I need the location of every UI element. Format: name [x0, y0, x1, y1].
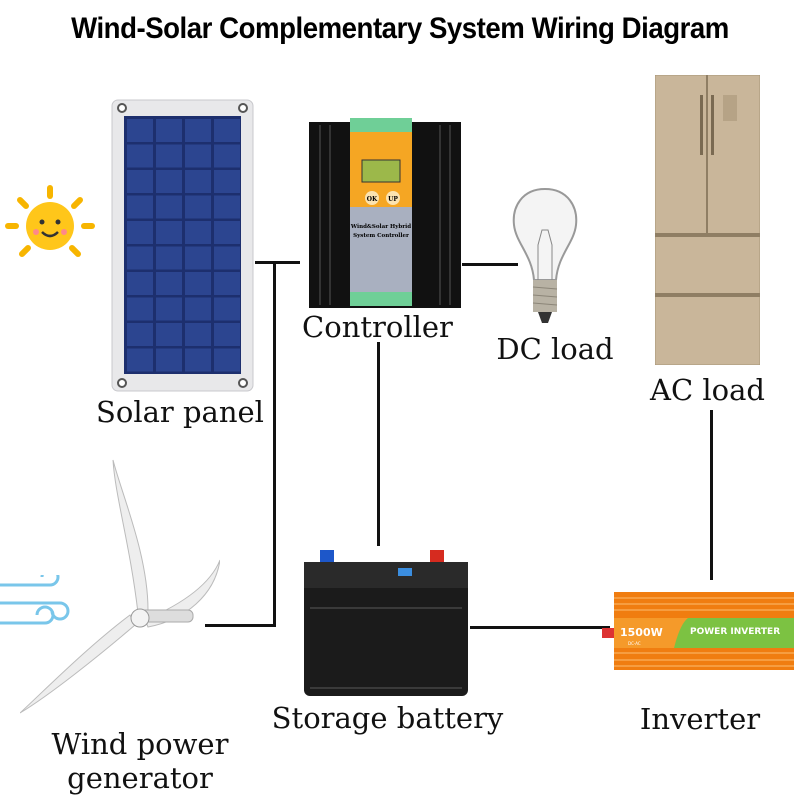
solar-cell — [214, 348, 240, 372]
solar-panel-image — [111, 99, 254, 392]
controller-label: Controller — [302, 310, 453, 344]
solar-cell — [214, 246, 240, 270]
solar-cell — [185, 221, 211, 244]
solar-cell — [156, 170, 182, 193]
inverter-brand: POWER INVERTER — [690, 627, 780, 637]
solar-cell — [185, 119, 211, 142]
solar-cell — [214, 221, 240, 244]
dc-load-bulb-image — [512, 187, 578, 323]
solar-cell — [127, 323, 153, 346]
wire-solar-wind-bus — [273, 261, 276, 627]
ac-load-fridge-image — [655, 75, 760, 365]
solar-cell — [185, 195, 211, 219]
solar-cell — [127, 297, 153, 321]
wire-solar-controller — [255, 261, 300, 264]
wire-battery-inverter — [470, 626, 610, 629]
controller-image: OK UP Wind&Solar Hybrid System Controlle… — [309, 118, 461, 308]
solar-cell — [185, 246, 211, 270]
solar-cell — [127, 170, 153, 193]
diagram-title: Wind-Solar Complementary System Wiring D… — [71, 12, 729, 45]
solar-cell — [127, 195, 153, 219]
ok-button: OK — [367, 196, 378, 203]
solar-cell — [156, 323, 182, 346]
inverter-label: Inverter — [639, 702, 761, 736]
solar-cell — [127, 144, 153, 168]
battery-label: Storage battery — [271, 701, 504, 735]
wind-label-line1: Wind power — [51, 727, 229, 761]
sun-icon — [5, 185, 95, 257]
inverter-power: 1500W — [620, 626, 663, 639]
solar-cell — [156, 297, 182, 321]
up-button: UP — [388, 196, 398, 203]
solar-cell — [127, 348, 153, 372]
solar-cell — [214, 119, 240, 142]
solar-cell — [127, 272, 153, 295]
solar-cell — [156, 144, 182, 168]
wind-generator-label: Wind power generator — [40, 727, 240, 795]
solar-cell — [127, 246, 153, 270]
solar-cell — [127, 119, 153, 142]
solar-cell — [185, 272, 211, 295]
solar-cell — [214, 144, 240, 168]
solar-panel-label: Solar panel — [96, 395, 264, 429]
inverter-sub: DC-AC — [628, 641, 641, 646]
wind-turbine-image — [20, 459, 220, 714]
solar-cell — [156, 272, 182, 295]
solar-cell — [185, 348, 211, 372]
wire-inverter-acload — [710, 410, 713, 580]
solar-cell — [214, 323, 240, 346]
wire-controller-battery — [377, 342, 380, 546]
solar-cell — [214, 170, 240, 193]
wire-controller-dcload — [462, 263, 518, 266]
solar-cell — [185, 170, 211, 193]
solar-cell — [156, 221, 182, 244]
solar-cell — [214, 195, 240, 219]
solar-cell — [214, 297, 240, 321]
solar-cell — [185, 297, 211, 321]
solar-cell — [156, 195, 182, 219]
controller-name-2: System Controller — [353, 233, 409, 239]
ac-load-label: AC load — [650, 373, 765, 407]
wire-wind-bus — [205, 624, 276, 627]
battery-image — [304, 550, 468, 696]
solar-cell — [156, 119, 182, 142]
solar-cell — [127, 221, 153, 244]
solar-cell — [185, 144, 211, 168]
solar-cell — [156, 348, 182, 372]
wind-label-line2: generator — [67, 761, 213, 795]
solar-cell — [156, 246, 182, 270]
wind-lines-icon — [0, 575, 70, 625]
dc-load-label: DC load — [496, 332, 614, 366]
controller-name-1: Wind&Solar Hybrid — [350, 224, 411, 230]
solar-cell — [214, 272, 240, 295]
solar-cell — [185, 323, 211, 346]
inverter-image: 1500W DC-AC POWER INVERTER — [602, 592, 794, 670]
